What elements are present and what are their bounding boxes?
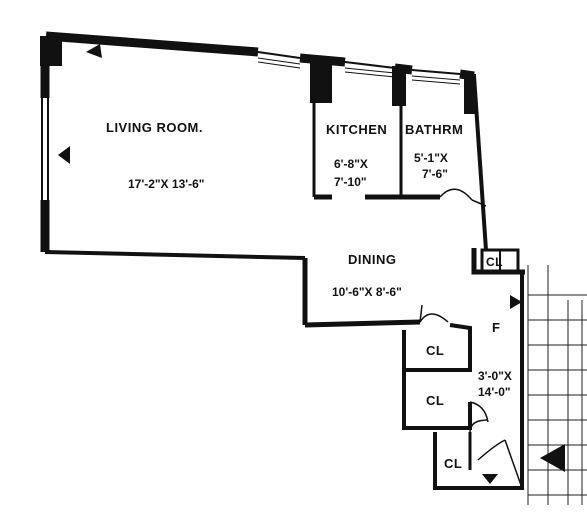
bathroom-label: BATHRM <box>405 122 463 137</box>
window-arrow-icon <box>58 146 70 164</box>
window-arrow-icon <box>86 44 102 58</box>
dining-dimensions: 10'-6"X 8'-6" <box>332 285 402 299</box>
dining-label: DINING <box>348 252 397 267</box>
closet-small-box <box>480 248 520 274</box>
bathroom-dimensions-line2: 7'-6" <box>422 167 448 181</box>
foyer-dimensions-line1: 3'-0"X <box>478 369 512 383</box>
living-room-dimensions: 17'-2"X 13'-6" <box>128 177 204 191</box>
closet-3-label: CL <box>444 456 462 471</box>
door-arrow-icon <box>482 474 498 484</box>
foyer-label: F <box>492 320 500 335</box>
closet-2-label: CL <box>426 393 444 408</box>
living-room-label: LIVING ROOM. <box>106 120 203 135</box>
closet-1-label: CL <box>426 343 444 358</box>
hallway-tile-grid <box>527 265 587 505</box>
kitchen-label: KITCHEN <box>326 122 387 137</box>
door-swings <box>419 188 523 489</box>
kitchen-dimensions-line1: 6'-8"X <box>334 157 368 171</box>
kitchen-dimensions-line2: 7'-10" <box>334 175 367 189</box>
closet-small-label: CL <box>486 255 503 269</box>
entry-arrow-icon <box>540 444 565 472</box>
door-arrow-icon <box>510 295 522 309</box>
bathroom-dimensions-line1: 5'-1"X <box>414 151 448 165</box>
exterior-walls <box>40 31 525 440</box>
foyer-dimensions-line2: 14'-0" <box>478 385 511 399</box>
wall-columns <box>40 36 476 114</box>
interior-walls <box>312 100 524 490</box>
